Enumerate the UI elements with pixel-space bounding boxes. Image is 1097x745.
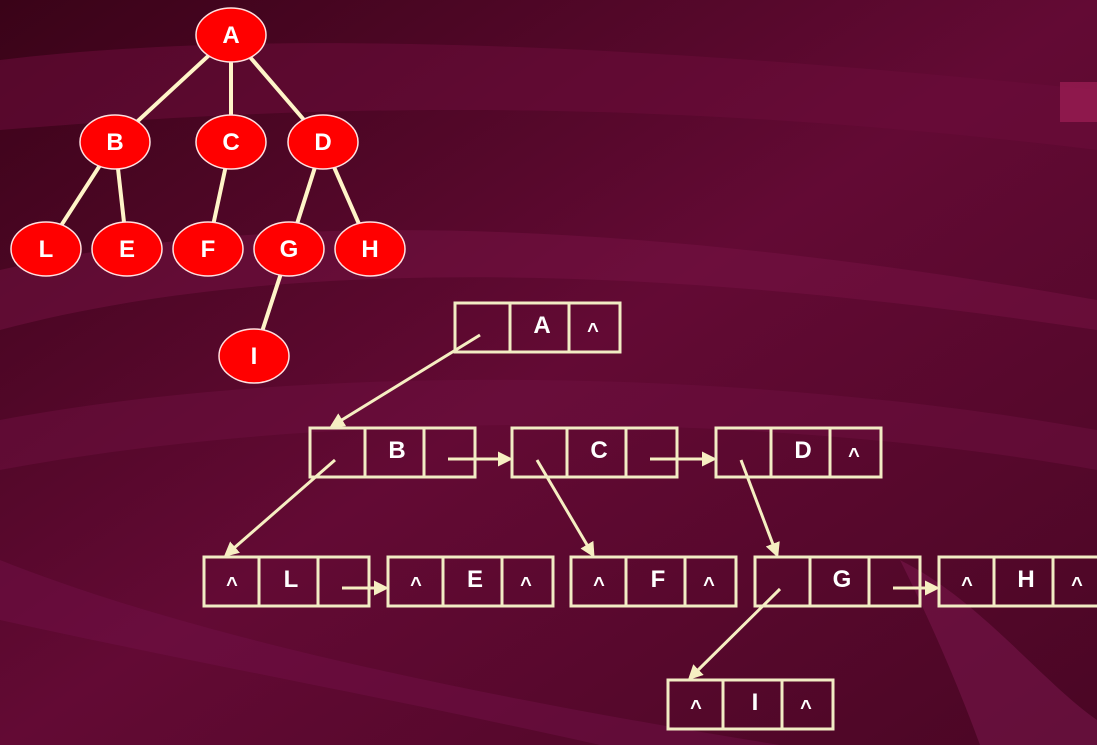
tree-node-ellipse [172,221,244,277]
first-child-null: ^ [226,574,238,596]
next-sibling-null: ^ [1071,574,1083,596]
tree-node-ellipse [195,114,267,170]
tree-edge-g-i [260,273,283,332]
first-child-null: ^ [410,574,422,596]
tree-node-ellipse [195,7,267,63]
tree-node-label: H [361,236,378,263]
tree-edge-b-e [116,166,126,225]
list-node-label: I [752,689,759,716]
tree-node-d: D [287,114,359,170]
list-node-label: D [794,437,811,464]
tree-node-label: G [280,236,299,263]
list-node-i: I ^ ^ [666,678,835,731]
list-node-label: A [533,312,550,339]
tree-node-label: I [251,343,258,370]
list-node-label: F [651,566,666,593]
tree-nodes: A B C D L E F G H I [10,7,406,384]
tree-node-f: F [172,221,244,277]
next-sibling-null: ^ [848,445,860,467]
tree-node-ellipse [253,221,325,277]
list-node-f: F ^ ^ [569,555,738,608]
list-node-box [753,555,922,608]
tree-node-g: G [253,221,325,277]
next-sibling-null: ^ [520,574,532,596]
tree-node-label: E [119,236,135,263]
tree-edge-b-l [59,164,102,227]
tree-node-b: B [79,114,151,170]
list-node-label: B [388,437,405,464]
list-node-box [202,555,371,608]
tree-node-l: L [10,221,82,277]
list-node-label: E [467,566,483,593]
tree-node-ellipse [79,114,151,170]
tree-node-a: A [195,7,267,63]
tree-node-label: B [106,129,123,156]
list-node-box [510,426,679,479]
list-node-box [666,678,835,731]
first-child-null: ^ [961,574,973,596]
list-node-c: C [510,426,679,479]
tree-node-ellipse [334,221,406,277]
list-node-box [453,301,622,354]
tree-node-label: F [201,236,216,263]
tree-edges [59,53,361,332]
tree-node-i: I [218,328,290,384]
list-node-b: B [308,426,477,479]
list-node-box [386,555,555,608]
tree-node-e: E [91,221,163,277]
tree-edge-c-f [211,166,228,225]
tree-node-ellipse [218,328,290,384]
next-sibling-null: ^ [703,574,715,596]
next-sibling-null: ^ [800,697,812,719]
first-child-null: ^ [690,697,702,719]
tree-node-ellipse [287,114,359,170]
tree-node-label: L [39,236,54,263]
next-sibling-null: ^ [587,320,599,342]
tree-node-label: A [222,22,239,49]
list-node-d: D^ [714,426,883,479]
tree-edge-d-g [295,166,317,225]
tree-edge-d-h [332,165,361,226]
list-node-label: L [284,566,299,593]
list-node-box [569,555,738,608]
tree-node-label: C [222,129,239,156]
list-node-e: E ^ ^ [386,555,555,608]
list-node-box [937,555,1097,608]
tree-node-ellipse [91,221,163,277]
tree-node-h: H [334,221,406,277]
list-node-label: G [833,566,852,593]
list-node-l: L^ [202,555,371,608]
list-node-box [714,426,883,479]
list-node-box [308,426,477,479]
child-pointer-g-i [687,587,782,681]
list-node-a: A^ [453,301,622,354]
tree-edge-a-b [135,53,211,124]
tree-node-ellipse [10,221,82,277]
first-child-null: ^ [593,574,605,596]
list-node-g: G [753,555,922,608]
tree-node-label: D [314,129,331,156]
tree-node-c: C [195,114,267,170]
list-node-label: H [1017,566,1034,593]
tree-edge-a-d [248,55,306,122]
list-node-h: H ^ ^ [937,555,1097,608]
list-node-label: C [590,437,607,464]
